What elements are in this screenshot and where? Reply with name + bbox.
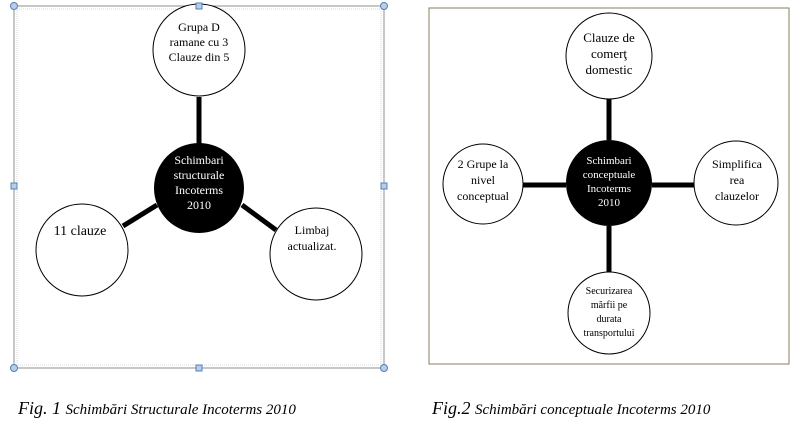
handle-bottom-right[interactable] <box>380 364 388 372</box>
fig2-caption: Fig.2 Schimbări conceptuale Incoterms 20… <box>432 398 710 419</box>
node-label-line: conceptuale <box>583 169 636 181</box>
node-label-line: Clauze de <box>583 30 635 45</box>
node-label-line: Clauze din 5 <box>169 50 230 64</box>
fig2-center-node <box>566 140 652 226</box>
fig1-left-node <box>35 203 129 297</box>
fig1-connector-left <box>121 202 159 229</box>
node-label-line: mărfii pe <box>591 300 628 311</box>
fig1-right-label: Limbaj actualizat. <box>288 223 337 253</box>
fig1-connector-right <box>240 202 278 233</box>
node-label-line: 2010 <box>598 197 621 209</box>
fig1-selection-handles <box>10 2 388 372</box>
fig2-left-label: 2 Grupe la nivel conceptual <box>457 157 510 203</box>
fig2-frame[interactable] <box>428 7 790 365</box>
fig2-bottom-label: Securizarea mărfii pe durata transportului <box>583 286 634 339</box>
handle-bottom-middle[interactable] <box>195 364 203 372</box>
node-label-line: nivel <box>471 173 496 187</box>
fig2-right-label: Simplifica rea clauzelor <box>712 157 763 203</box>
node-label-line: Grupa D <box>178 20 220 34</box>
node-label-line: comerţ <box>591 46 627 61</box>
node-label-line: conceptual <box>457 189 510 203</box>
fig2-left-node <box>442 143 524 225</box>
fig1-left-label: 11 clauze <box>54 224 107 239</box>
fig1-caption-text: Schimbări Structurale Incoterms 2010 <box>65 402 296 418</box>
node-label-line: Schimbari <box>174 153 224 167</box>
node-label-line: Incoterms <box>587 183 631 195</box>
node-label-line: Schimbari <box>586 155 631 167</box>
node-label-line: actualizat. <box>288 239 337 253</box>
fig1-right-node <box>269 207 363 301</box>
node-label-line: 2 Grupe la <box>458 157 509 171</box>
fig2-bottom-node <box>567 271 651 355</box>
node-label-line: clauzelor <box>715 189 759 203</box>
fig1-caption: Fig. 1 Schimbări Structurale Incoterms 2… <box>18 398 296 419</box>
node-label-line: rea <box>730 173 745 187</box>
node-label-line: Securizarea <box>586 286 633 297</box>
node-label-line: structurale <box>174 168 225 182</box>
fig1-caption-label: Fig. 1 <box>18 398 61 418</box>
node-label-line: Incoterms <box>175 183 223 197</box>
fig2-right-node <box>693 140 779 226</box>
node-label-line: 11 clauze <box>54 224 107 239</box>
node-label-line: Simplifica <box>712 157 763 171</box>
node-label-line: ramane cu 3 <box>170 35 229 49</box>
node-label-line: durata <box>597 314 623 325</box>
handle-top-left[interactable] <box>10 2 18 10</box>
handle-top-middle[interactable] <box>195 2 203 10</box>
handle-middle-right[interactable] <box>380 182 388 190</box>
fig2-top-node <box>565 12 653 100</box>
node-label-line: domestic <box>586 62 633 77</box>
fig1-center-node <box>154 143 244 233</box>
handle-middle-left[interactable] <box>10 182 18 190</box>
handle-top-right[interactable] <box>380 2 388 10</box>
fig2-caption-label: Fig.2 <box>432 398 471 418</box>
node-label-line: 2010 <box>187 198 211 212</box>
node-label-line: transportului <box>583 328 634 339</box>
fig2-caption-text: Schimbări conceptuale Incoterms 2010 <box>475 402 711 418</box>
handle-bottom-left[interactable] <box>10 364 18 372</box>
node-label-line: Limbaj <box>295 223 330 237</box>
